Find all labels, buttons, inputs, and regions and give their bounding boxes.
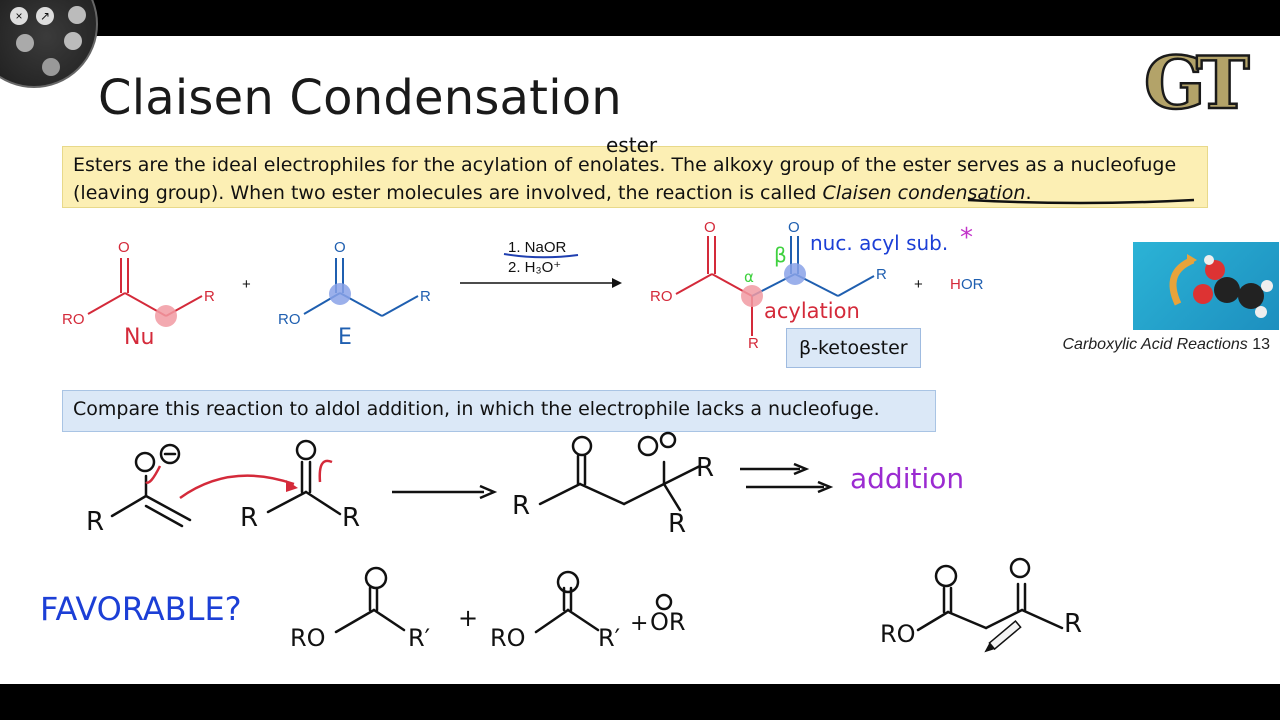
o-label-1: O [118, 239, 130, 256]
hor-h: H [950, 276, 961, 293]
alpha-highlight [741, 285, 763, 307]
page-number: 13 [1252, 336, 1270, 353]
ro-label-2: RO [278, 311, 301, 328]
curved-arrow-1-head [286, 480, 298, 492]
alpha-label: α [744, 268, 754, 286]
reagent-2: 2. H₃O⁺ [508, 259, 561, 276]
plus-sign-2: + [914, 276, 923, 293]
svg-text:G: G [1144, 42, 1206, 116]
compare-callout: Compare this reaction to aldol addition,… [62, 390, 936, 432]
hand-ro-3: RO [880, 620, 916, 648]
curved-arrow-3 [318, 459, 333, 483]
ester-nucleophile [87, 258, 203, 317]
caption-text: Carboxylic Acid Reactions [1062, 336, 1248, 353]
plus-sign-1: + [242, 276, 251, 293]
pen-tool-icon[interactable] [68, 6, 86, 24]
eraser-icon[interactable] [64, 32, 82, 50]
ro-label-1: RO [62, 311, 85, 328]
nu-label: Nu [124, 325, 154, 350]
pointer-icon[interactable] [42, 58, 60, 76]
hand-r-3: R [342, 503, 360, 533]
share-icon[interactable]: ↗ [36, 7, 54, 25]
eq-arrow-top-head [793, 462, 810, 476]
hand-r-6: R [668, 509, 686, 539]
intro-text-part1: Esters are the ideal electrophiles for t… [73, 154, 1177, 204]
hand-rprime-2: R′ [598, 624, 620, 652]
aldol-product [538, 431, 702, 512]
ro-label-3: RO [650, 288, 673, 305]
reaction-scheme: ester O RO R Nu + O RO R E [40, 133, 1195, 653]
o-label-4: O [788, 219, 800, 236]
compare-text: Compare this reaction to aldol addition,… [73, 398, 880, 420]
eq-arrow-bottom-head [817, 480, 834, 494]
close-icon[interactable]: × [10, 7, 28, 25]
addition-label: addition [850, 462, 964, 495]
slide-caption: Carboxylic Acid Reactions 13 [1062, 336, 1270, 354]
hand-r-4: R [512, 491, 530, 521]
curved-arrow-2 [145, 465, 162, 484]
star-note: * [960, 223, 973, 253]
slide-title: Claisen Condensation [98, 70, 622, 126]
r-label-4: R [876, 266, 887, 283]
hand-r-1: R [86, 507, 104, 537]
beta-label: β [774, 243, 787, 267]
intro-text-part2: . [1025, 182, 1032, 204]
favorable-label: FAVORABLE? [40, 590, 242, 628]
ester-annotation: ester [606, 133, 658, 157]
carbonyl-highlight [784, 263, 806, 285]
o-label-2: O [334, 239, 346, 256]
ketoester-sketch [916, 557, 1064, 632]
hor-or: OR [961, 276, 984, 293]
reagent-1: 1. NaOR [508, 239, 567, 256]
nucleophile-highlight [155, 305, 177, 327]
ester-sketch-1 [334, 566, 406, 634]
intro-callout: Esters are the ideal electrophiles for t… [62, 146, 1208, 208]
beta-ketoester-tag: β-ketoester [786, 328, 921, 368]
hand-rprime-1: R′ [408, 624, 430, 652]
term-underline [967, 198, 1195, 205]
hand-plus-2: + [630, 611, 648, 636]
slide: Claisen Condensation G T Esters are the … [0, 36, 1280, 684]
r-label-3: R [748, 335, 759, 352]
alkoxide-label: OR [650, 608, 686, 636]
gt-logo: G T [1143, 42, 1251, 116]
reaction-arrow-head [612, 278, 622, 288]
curved-arrow-1 [179, 474, 295, 500]
svg-text:T: T [1196, 42, 1250, 116]
hand-r-2: R [240, 503, 258, 533]
aldol-enolate [110, 443, 192, 528]
reagent-underline [503, 253, 579, 259]
claisen-term: Claisen condensation [822, 182, 1026, 204]
r-label-1: R [204, 288, 215, 305]
r-label-2: R [420, 288, 431, 305]
ester-electrophile [303, 258, 419, 317]
highlighter-icon[interactable] [16, 34, 34, 52]
molecule-model-icon [1169, 254, 1273, 318]
ester-sketch-2 [534, 570, 673, 634]
nuc-acyl-sub-note: nuc. acyl sub. [810, 231, 948, 255]
e-label: E [338, 325, 352, 350]
hand-ro-1: RO [290, 624, 326, 652]
acylation-note: acylation [764, 299, 860, 323]
hand-plus-1: + [458, 604, 478, 632]
hand-ro-2: RO [490, 624, 526, 652]
aldol-carbonyl [266, 439, 342, 516]
hand-r-5: R [696, 453, 714, 483]
hand-r-7: R [1064, 609, 1082, 639]
pen-cursor-icon [984, 620, 1022, 653]
electrophile-highlight [329, 283, 351, 305]
aldol-arrow-head [479, 484, 498, 500]
molecule-thumbnail[interactable] [1133, 242, 1279, 330]
o-label-3: O [704, 219, 716, 236]
